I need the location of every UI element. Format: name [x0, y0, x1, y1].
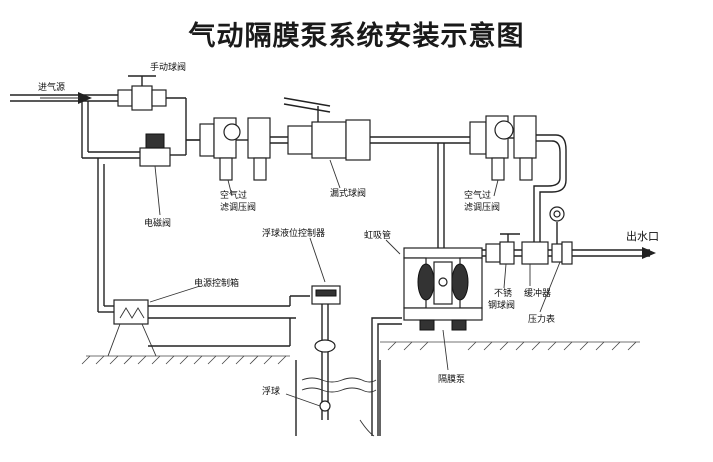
air-line-right: [370, 136, 470, 248]
label-damper: 缓冲器: [524, 287, 551, 299]
power-control-box: [97, 158, 310, 357]
suction-pipe: [359, 239, 402, 437]
label-stainless-valve-2: 钢球阀: [488, 299, 515, 311]
air-inlet-line: [10, 92, 120, 104]
ground-hatching: [81, 341, 640, 365]
manual-valve: [117, 75, 167, 111]
solenoid-valve: [139, 133, 187, 216]
label-power-box: 电源控制箱: [194, 277, 239, 289]
label-outlet: 出水口: [626, 229, 659, 243]
label-float-ball: 浮球: [262, 385, 280, 397]
float-level-controller: [309, 237, 341, 420]
label-air-inlet: 进气源: [38, 81, 65, 93]
label-solenoid-valve: 电磁阀: [144, 217, 171, 229]
label-air-filter-right-2: 滤调压阀: [464, 201, 500, 213]
leak-ball-valve: [283, 97, 371, 189]
label-air-filter-left-1: 空气过: [220, 189, 247, 201]
air-filter-regulator-left: [186, 117, 271, 197]
label-diaphragm-pump: 隔膜泵: [438, 374, 465, 385]
outlet-line: [482, 206, 656, 313]
label-manual-valve: 手动球阀: [150, 61, 186, 73]
label-air-filter-right-1: 空气过: [464, 189, 491, 201]
label-suction-pipe: 虹吸管: [364, 229, 391, 241]
main-air-line: [270, 125, 313, 155]
liquid-tank: [285, 360, 381, 436]
label-air-filter-left-2: 滤调压阀: [220, 201, 256, 213]
diaphragm-pump: [403, 247, 483, 371]
diagram-title: 气动隔膜泵系统安装示意图: [188, 21, 525, 52]
label-float-controller: 浮球液位控制器: [262, 227, 325, 239]
label-pressure-gauge: 压力表: [528, 313, 555, 325]
label-ball-valve: 漏式球阀: [330, 187, 366, 199]
label-stainless-valve-1: 不锈: [494, 287, 512, 299]
air-filter-regulator-right: [469, 115, 567, 248]
